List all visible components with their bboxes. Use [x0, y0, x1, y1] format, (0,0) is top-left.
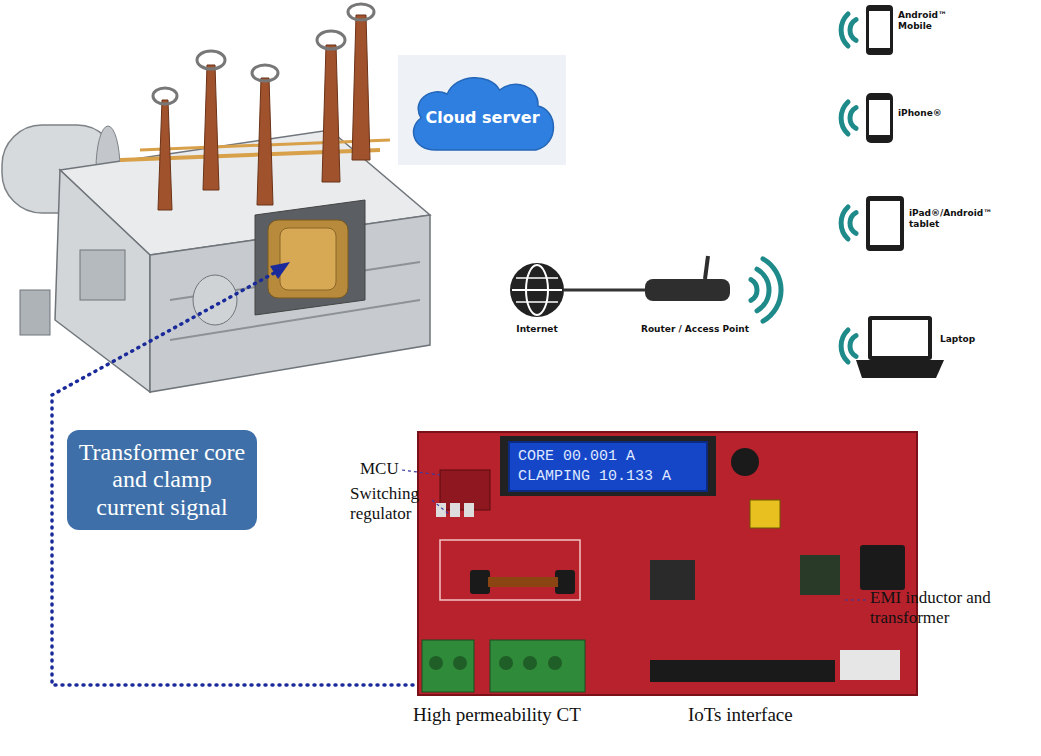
device-icons: [841, 5, 944, 378]
part-label: High permeability CT: [413, 704, 643, 727]
device-label: iPhone®: [898, 108, 968, 119]
part-label: MCU: [360, 459, 420, 479]
part-label: IoTs interface: [688, 704, 848, 727]
lcd-display: CORE 00.001 ACLAMPING 10.133 A: [508, 441, 708, 492]
signal-path: [52, 272, 420, 685]
node-text: Transformer core and clamp current signa…: [77, 439, 247, 522]
cloud-shape: Cloud server: [405, 72, 560, 154]
arrow-head: [270, 262, 290, 279]
device-label: Laptop: [940, 334, 1010, 345]
part-label: EMI inductor and transformer: [870, 588, 1035, 629]
part-label: Switching regulator: [350, 484, 432, 525]
network-label: Router / Access Point: [630, 324, 760, 335]
lcd-reading: CORE 00.001 A: [518, 447, 635, 467]
node-text: Cloud server: [425, 108, 539, 129]
device-label: iPad®/Android™ tablet: [909, 208, 979, 230]
network-label: Internet: [500, 324, 574, 335]
lcd-reading: CLAMPING 10.133 A: [518, 467, 671, 487]
pcb-board: [418, 432, 917, 695]
power-transformer: [2, 4, 430, 392]
network-icons: [510, 256, 781, 321]
signal-box: Transformer core and clamp current signa…: [67, 430, 257, 530]
device-label: Android™ Mobile: [898, 10, 968, 32]
cloud-ground: [398, 55, 566, 165]
